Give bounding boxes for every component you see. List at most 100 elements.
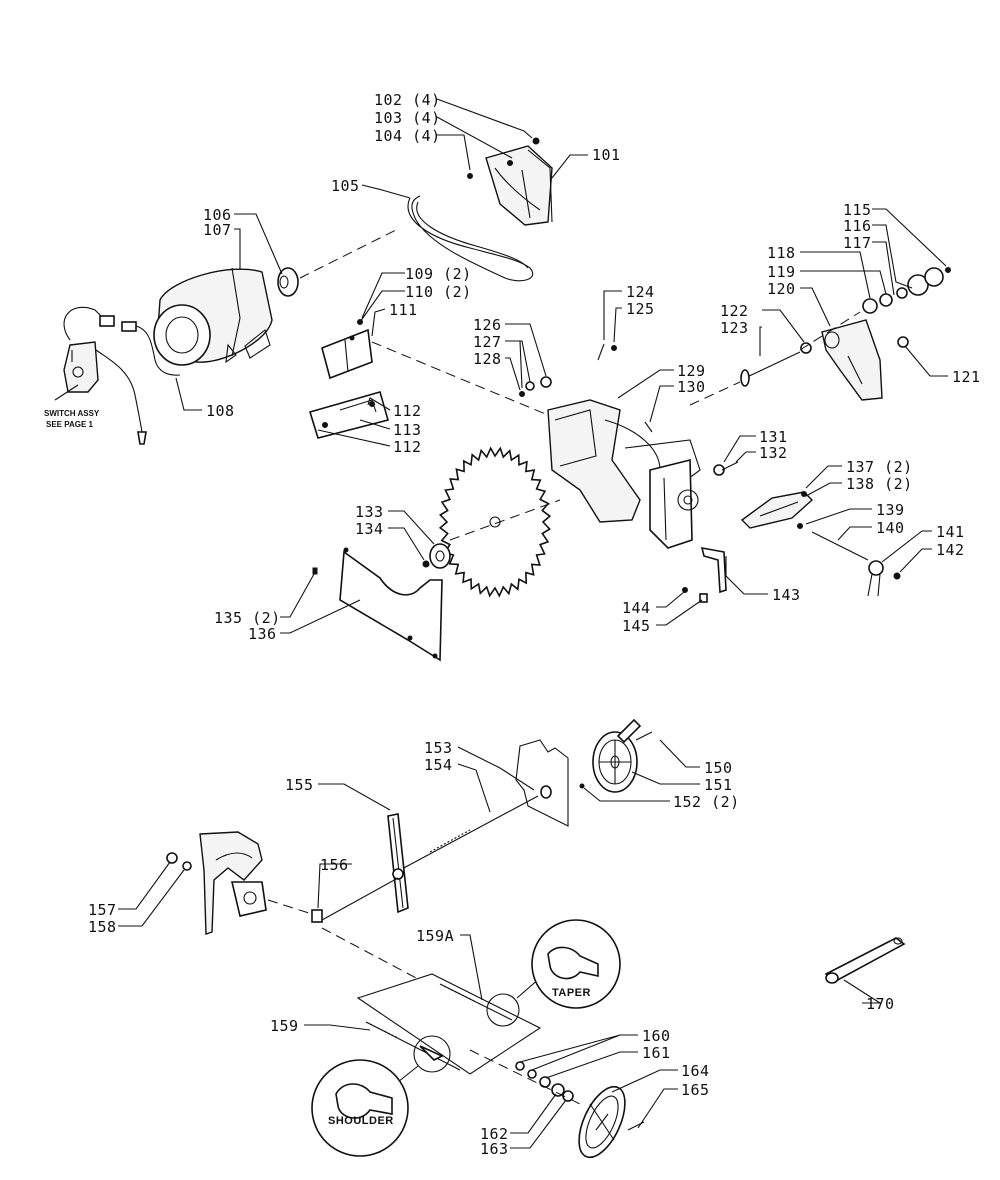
label-162: 162	[480, 1125, 509, 1143]
part-170-wrench	[824, 937, 906, 984]
label-155: 155	[285, 776, 314, 794]
part-121-ring	[897, 336, 909, 348]
part-labels: 102 (4) 103 (4) 104 (4) 101 105 106 107 …	[88, 91, 981, 1158]
label-142: 142	[936, 541, 965, 559]
label-121: 121	[952, 368, 981, 386]
part-118-bearing	[862, 298, 878, 314]
part-158-washer	[182, 861, 192, 871]
part-134-nut	[422, 560, 430, 568]
part-136-blade-plate	[339, 547, 443, 662]
leader	[54, 384, 79, 401]
label-125: 125	[626, 300, 655, 318]
part-119-ring	[879, 293, 893, 307]
label-170: 170	[866, 995, 895, 1013]
label-101: 101	[592, 146, 621, 164]
label-136: 136	[248, 625, 277, 643]
detail-ring-taper	[486, 993, 520, 1027]
label-102: 102 (4)	[374, 91, 441, 109]
part-151-handwheel	[592, 718, 642, 793]
part-128-nut	[519, 391, 525, 397]
label-127: 127	[473, 333, 502, 351]
part-143-bracket	[649, 458, 727, 594]
part-106-pulley	[277, 267, 299, 297]
label-118: 118	[767, 244, 796, 262]
part-160-washer	[515, 1061, 525, 1071]
part-142-nut	[893, 572, 901, 580]
label-122: 122	[720, 302, 749, 320]
saw-blade	[438, 446, 552, 598]
part-115-flange	[924, 267, 944, 287]
shoulder-callout	[311, 1059, 409, 1157]
part-137-lever-cover	[740, 491, 814, 529]
part-107-motor	[153, 267, 273, 366]
label-144: 144	[622, 599, 651, 617]
part-125-nut	[611, 345, 617, 351]
label-106: 106	[203, 206, 232, 224]
part-156-nut	[311, 909, 323, 923]
label-138: 138 (2)	[846, 475, 913, 493]
part-127-washer	[525, 381, 535, 391]
detail-ring-shoulder	[413, 1035, 451, 1073]
part-130-pin	[644, 421, 653, 433]
detail-plane	[356, 973, 542, 1075]
label-165: 165	[681, 1081, 710, 1099]
axis-line	[371, 341, 561, 421]
part-122-ring	[800, 342, 812, 354]
label-134: 134	[355, 520, 384, 538]
axis-line	[299, 227, 401, 279]
part-139-washer	[797, 523, 803, 529]
label-152: 152 (2)	[673, 793, 740, 811]
axis-line	[267, 899, 313, 915]
label-107: 107	[203, 221, 232, 239]
part-115-nut	[945, 267, 951, 273]
part-159-shaft	[365, 1021, 461, 1071]
part-117-washer	[896, 287, 908, 299]
part-157-washer	[166, 852, 178, 864]
switch-assembly	[63, 341, 99, 393]
label-110: 110 (2)	[405, 283, 472, 301]
part-102-screw	[532, 137, 540, 145]
label-161: 161	[642, 1044, 671, 1062]
part-116-flange	[907, 274, 929, 296]
label-120: 120	[767, 280, 796, 298]
part-108-power-cord	[63, 306, 181, 445]
axis-line	[449, 499, 561, 541]
label-137: 137 (2)	[846, 458, 913, 476]
part-155-rail	[387, 813, 409, 914]
label-126: 126	[473, 316, 502, 334]
part-135-screw	[312, 567, 318, 575]
part-160b-washer	[527, 1069, 537, 1079]
label-113: 113	[393, 421, 422, 439]
leader	[397, 1065, 419, 1083]
label-160: 160	[642, 1027, 671, 1045]
part-153-panel	[515, 739, 569, 827]
leader-lines	[118, 98, 948, 1149]
label-123: 123	[720, 319, 749, 337]
part-138-screw	[801, 491, 807, 497]
label-164: 164	[681, 1062, 710, 1080]
part-159A-shaft	[439, 983, 513, 1021]
shaft-line	[321, 877, 399, 921]
label-141: 141	[936, 523, 965, 541]
label-112b: 112	[393, 438, 422, 456]
axis-line	[321, 927, 421, 981]
label-117: 117	[843, 234, 872, 252]
axis-line	[469, 1049, 581, 1105]
label-159A: 159A	[416, 927, 454, 945]
label-112a: 112	[393, 402, 422, 420]
label-128: 128	[473, 350, 502, 368]
label-150: 150	[704, 759, 733, 777]
taper-label: TAPER	[552, 987, 591, 999]
label-158: 158	[88, 918, 117, 936]
axis-line	[689, 381, 741, 406]
label-108: 108	[206, 402, 235, 420]
part-124-bolt	[597, 343, 605, 361]
label-129: 129	[677, 362, 706, 380]
part-131-nut	[713, 464, 725, 476]
label-156: 156	[320, 856, 349, 874]
label-151: 151	[704, 776, 733, 794]
label-163: 163	[480, 1140, 509, 1158]
part-133-flange	[429, 543, 451, 569]
part-123-arbor-shaft	[740, 351, 801, 387]
